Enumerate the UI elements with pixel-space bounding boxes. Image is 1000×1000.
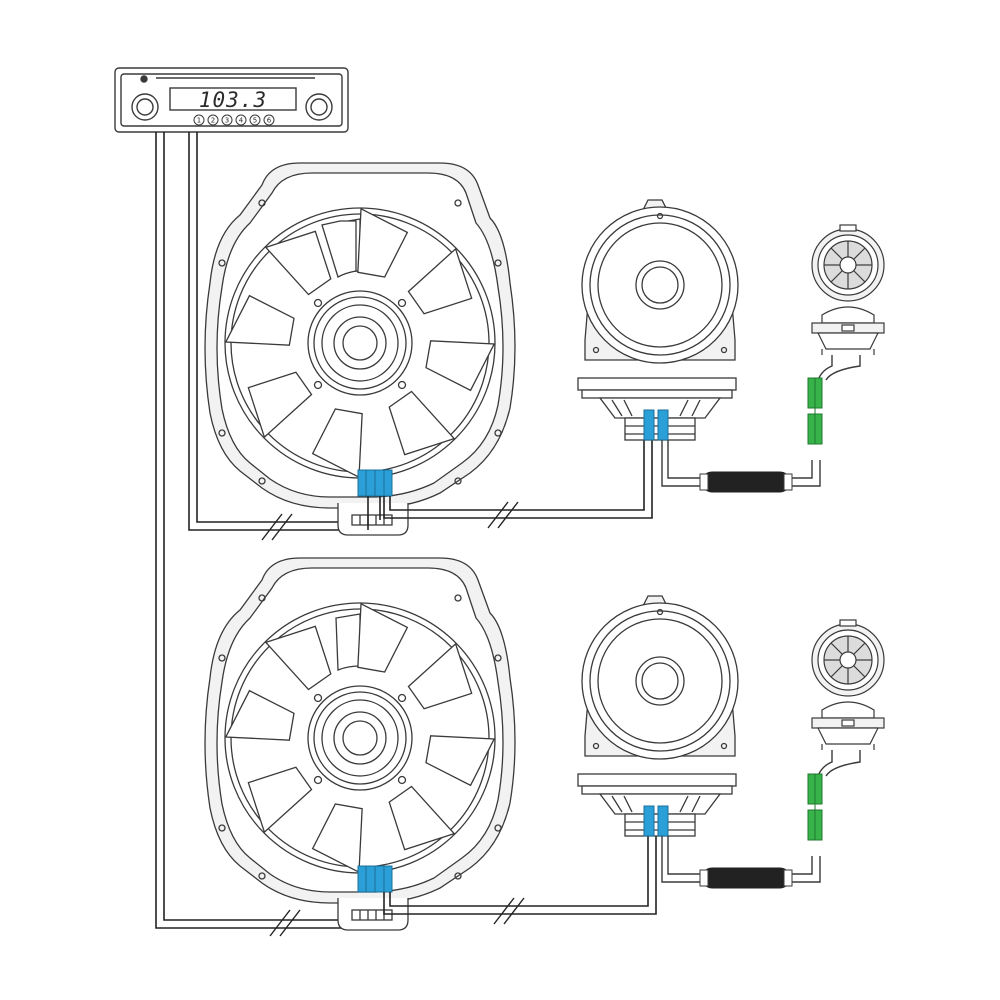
tweeter-icon (811, 224, 885, 356)
radio-display (169, 87, 297, 111)
preset-button-5[interactable] (249, 114, 261, 126)
preset-button-2[interactable] (207, 114, 219, 126)
preset-button-6[interactable] (263, 114, 275, 126)
midrange-speaker-icon (577, 199, 739, 441)
preset-label: 5 (253, 117, 257, 125)
midrange-speaker-icon (577, 595, 739, 837)
front-channel (204, 162, 885, 541)
connector-icon (357, 865, 393, 893)
connector-icon (643, 409, 669, 441)
subwoofer-icon (204, 162, 516, 536)
preset-button-3[interactable] (221, 114, 233, 126)
connector-icon (807, 377, 823, 445)
preset-buttons (193, 114, 275, 126)
preset-label: 2 (211, 117, 215, 125)
preset-button-4[interactable] (235, 114, 247, 126)
woofer-spokes (224, 602, 496, 874)
rear-channel (204, 557, 885, 937)
preset-label: 3 (225, 117, 229, 125)
frequency-display: 103.3 (199, 88, 267, 112)
crossover-filter-icon (699, 867, 793, 889)
connector-icon (643, 805, 669, 837)
woofer-spokes (224, 207, 496, 479)
preset-label: 1 (197, 117, 201, 125)
preset-button-1[interactable] (193, 114, 205, 126)
tweeter-icon (811, 619, 885, 751)
head-unit (114, 67, 349, 133)
crossover-filter-icon (699, 471, 793, 493)
preset-label: 6 (267, 117, 272, 125)
preset-label: 4 (239, 117, 244, 125)
connector-icon (357, 469, 393, 497)
connector-icon (807, 773, 823, 841)
